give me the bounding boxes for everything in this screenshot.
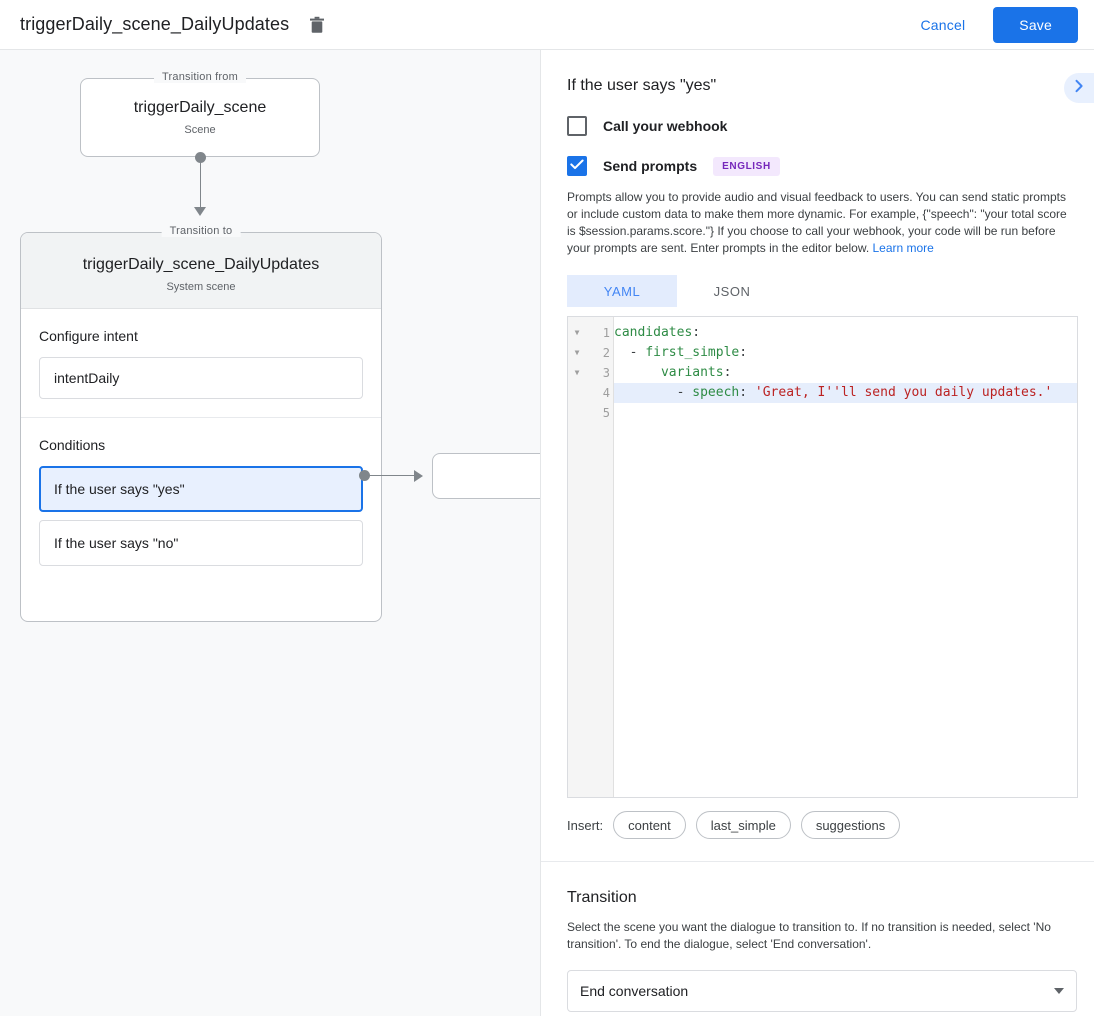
editor-code-line[interactable]: candidates:	[614, 323, 1077, 343]
code-token: :	[739, 385, 755, 400]
editor-line-number: 3	[602, 366, 610, 380]
tab-yaml[interactable]: YAML	[567, 275, 677, 307]
code-token: speech	[692, 385, 740, 400]
transition-to-node[interactable]: Transition to triggerDaily_scene_DailyUp…	[20, 225, 382, 622]
condition-item-yes[interactable]: If the user says "yes"	[39, 466, 363, 512]
code-token: :	[739, 345, 748, 360]
condition-detail-panel: If the user says "yes" Call your webhook…	[540, 50, 1094, 1016]
expand-panel-button[interactable]	[1064, 73, 1094, 103]
connector-arrow-right-icon	[414, 470, 423, 482]
target-node-partial[interactable]	[432, 453, 540, 499]
editor-code-area[interactable]: candidates: - first_simple: variants: - …	[614, 317, 1077, 797]
save-button[interactable]: Save	[993, 6, 1078, 43]
fold-triangle-icon[interactable]: ▼	[574, 348, 580, 357]
code-token: :	[692, 325, 701, 340]
connector-dot-condition	[359, 470, 370, 481]
code-token: :	[723, 365, 732, 380]
editor-gutter-row: ▼3	[568, 363, 613, 383]
conditions-section: Conditions If the user says "yes" If the…	[21, 417, 381, 592]
tab-json[interactable]: JSON	[713, 283, 751, 299]
page-title: triggerDaily_scene_DailyUpdates	[20, 14, 290, 34]
transition-from-node[interactable]: Transition from triggerDaily_scene Scene	[80, 71, 320, 157]
code-token: candidates	[614, 325, 693, 340]
code-token: -	[614, 345, 646, 360]
insert-label: Insert:	[567, 817, 604, 833]
top-bar: triggerDaily_scene_DailyUpdates Cancel S…	[0, 0, 1094, 50]
chevron-right-icon	[1073, 79, 1085, 98]
editor-gutter-row: 5	[568, 403, 613, 423]
transition-from-title: triggerDaily_scene	[133, 99, 267, 116]
editor-line-number: 2	[602, 346, 610, 360]
editor-line-number: 4	[602, 386, 610, 400]
prompts-help-text: Prompts allow you to provide audio and v…	[567, 189, 1076, 257]
send-prompts-checkbox[interactable]	[567, 156, 587, 176]
configure-intent-section: Configure intent intentDaily	[21, 309, 381, 417]
check-icon	[570, 157, 584, 175]
editor-code-line[interactable]	[614, 403, 1077, 423]
section-divider	[541, 861, 1094, 862]
format-tabs: YAML JSON	[567, 275, 1094, 307]
editor-line-number: 5	[602, 406, 610, 420]
condition-item-no[interactable]: If the user says "no"	[39, 520, 363, 566]
transition-to-legend: Transition to	[161, 225, 241, 237]
transition-from-header: triggerDaily_scene Scene	[81, 79, 319, 137]
transition-to-title: triggerDaily_scene_DailyUpdates	[82, 256, 320, 273]
top-bar-actions: Cancel Save	[907, 6, 1078, 43]
call-webhook-row[interactable]: Call your webhook	[541, 116, 1094, 136]
transition-from-subtitle: Scene	[184, 124, 216, 136]
code-token: 'Great, I''ll send you daily updates.'	[754, 385, 1053, 400]
editor-code-line[interactable]: variants:	[614, 363, 1077, 383]
configure-intent-label: Configure intent	[39, 328, 138, 344]
prompts-help-body: Prompts allow you to provide audio and v…	[567, 190, 1067, 255]
call-webhook-checkbox[interactable]	[567, 116, 587, 136]
connector-line-vertical	[200, 157, 201, 214]
insert-chip-suggestions[interactable]: suggestions	[800, 811, 901, 839]
send-prompts-row[interactable]: Send prompts ENGLISH	[541, 156, 1094, 176]
trash-icon	[309, 16, 325, 34]
code-token: first_simple	[645, 345, 740, 360]
connector-line-horizontal	[369, 475, 416, 476]
cancel-button[interactable]: Cancel	[907, 8, 980, 42]
insert-chip-last-simple[interactable]: last_simple	[695, 811, 791, 839]
editor-gutter-row: ▼2	[568, 343, 613, 363]
insert-chip-content[interactable]: content	[613, 811, 686, 839]
transition-section: Transition Select the scene you want the…	[541, 862, 1094, 1012]
connector-arrow-down-icon	[194, 207, 206, 216]
learn-more-link[interactable]: Learn more	[872, 241, 934, 255]
editor-gutter-row: 4	[568, 383, 613, 403]
editor-code-line[interactable]: - first_simple:	[614, 343, 1077, 363]
call-webhook-label: Call your webhook	[603, 118, 728, 134]
panel-title: If the user says "yes"	[567, 77, 717, 94]
editor-line-number: 1	[602, 326, 610, 340]
transition-to-header: triggerDaily_scene_DailyUpdates System s…	[21, 233, 381, 309]
transition-from-legend: Transition from	[154, 71, 246, 83]
scene-graph-canvas[interactable]: Transition from triggerDaily_scene Scene…	[0, 50, 540, 1016]
code-token: -	[614, 385, 693, 400]
transition-description: Select the scene you want the dialogue t…	[567, 920, 1051, 951]
transition-select-value: End conversation	[580, 983, 689, 999]
code-token	[614, 365, 661, 380]
chevron-down-icon	[1054, 988, 1064, 994]
transition-title: Transition	[567, 889, 637, 906]
conditions-label: Conditions	[39, 437, 106, 453]
intent-field[interactable]: intentDaily	[39, 357, 363, 399]
code-token: variants	[660, 365, 724, 380]
language-badge: ENGLISH	[713, 156, 780, 176]
editor-code-line[interactable]: - speech: 'Great, I''ll send you daily u…	[614, 383, 1077, 403]
editor-gutter-row: ▼1	[568, 323, 613, 343]
panel-header: If the user says "yes"	[541, 50, 1094, 96]
transition-to-subtitle: System scene	[166, 281, 236, 293]
fold-triangle-icon[interactable]: ▼	[574, 328, 580, 337]
transition-select[interactable]: End conversation	[567, 970, 1077, 1012]
send-prompts-label: Send prompts	[603, 158, 698, 174]
delete-button[interactable]	[305, 13, 329, 37]
fold-triangle-icon[interactable]: ▼	[574, 368, 580, 377]
insert-row: Insert: content last_simple suggestions	[567, 811, 1094, 839]
